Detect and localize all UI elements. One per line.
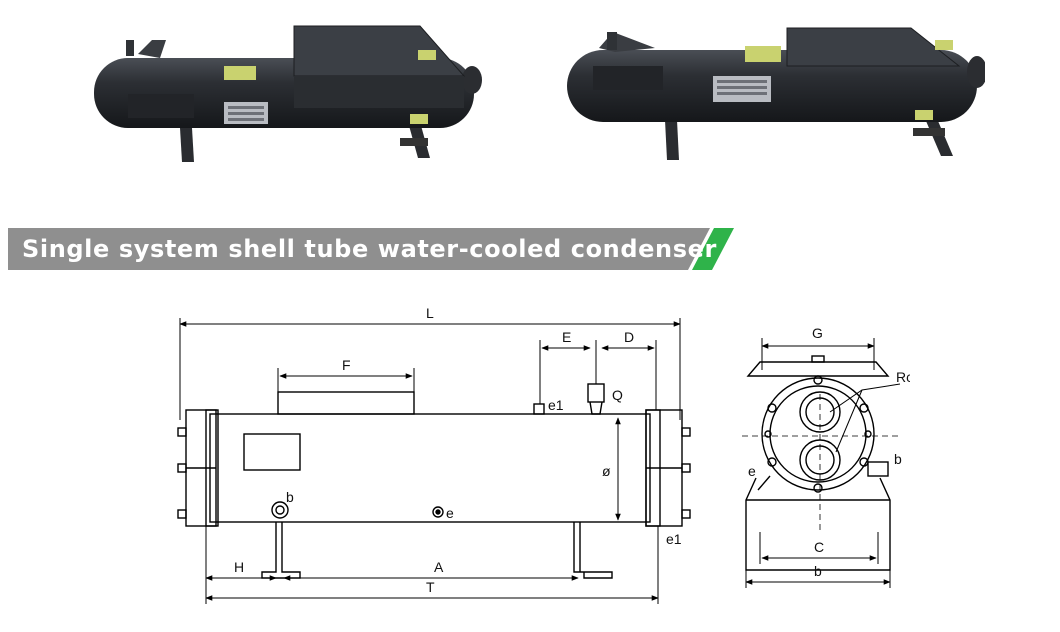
dim-label-C: C bbox=[814, 539, 824, 555]
top-plate bbox=[277, 391, 415, 415]
right-foot bbox=[573, 522, 613, 579]
nameplate bbox=[243, 433, 301, 471]
end-view-flange bbox=[761, 377, 875, 491]
connection-e bbox=[432, 506, 444, 518]
dim-label-H: H bbox=[234, 559, 244, 575]
dim-label-b-bottom: b bbox=[814, 563, 822, 579]
connection-b bbox=[271, 501, 289, 519]
dim-label-T: T bbox=[426, 579, 435, 595]
banner-accent-stripe bbox=[692, 228, 734, 270]
dim-label-A: A bbox=[434, 559, 444, 575]
fitting-e1 bbox=[533, 403, 545, 415]
end-view-base bbox=[745, 477, 891, 571]
upper-port bbox=[799, 391, 841, 433]
dim-label-diameter: ø bbox=[602, 463, 611, 479]
dim-label-F: F bbox=[342, 357, 351, 373]
label-e1-bottom: e1 bbox=[666, 531, 682, 547]
label-b-end-right: b bbox=[894, 451, 902, 467]
label-b-side: b bbox=[286, 489, 294, 505]
photo-condenser-left bbox=[94, 25, 482, 162]
shell-body bbox=[209, 413, 651, 523]
side-view-dimensions bbox=[179, 318, 681, 604]
dim-label-G: G bbox=[812, 325, 823, 341]
side-view bbox=[177, 383, 691, 579]
section-banner bbox=[8, 228, 734, 270]
end-view-dimensions bbox=[745, 338, 901, 588]
label-Q: Q bbox=[612, 387, 623, 403]
label-e-end: e bbox=[748, 463, 756, 479]
technical-drawing: L F E D Q e1 e1 ø b e H A T bbox=[177, 305, 910, 604]
dim-label-D: D bbox=[624, 329, 634, 345]
banner-title: Single system shell tube water-cooled co… bbox=[22, 235, 717, 263]
fitting-q bbox=[587, 383, 605, 403]
photo-condenser-right bbox=[567, 27, 985, 160]
label-e-side: e bbox=[446, 505, 454, 521]
left-foot bbox=[261, 522, 301, 579]
dim-label-E: E bbox=[562, 329, 571, 345]
label-Rc: Rc bbox=[896, 369, 910, 385]
side-view-labels: L F E D Q e1 e1 ø b e H A T bbox=[234, 305, 682, 595]
banner-background bbox=[8, 228, 710, 270]
label-e1-top: e1 bbox=[548, 397, 564, 413]
end-view-labels: G Rc e b C b bbox=[748, 325, 910, 579]
dim-label-L: L bbox=[426, 305, 434, 321]
end-view bbox=[742, 355, 898, 571]
